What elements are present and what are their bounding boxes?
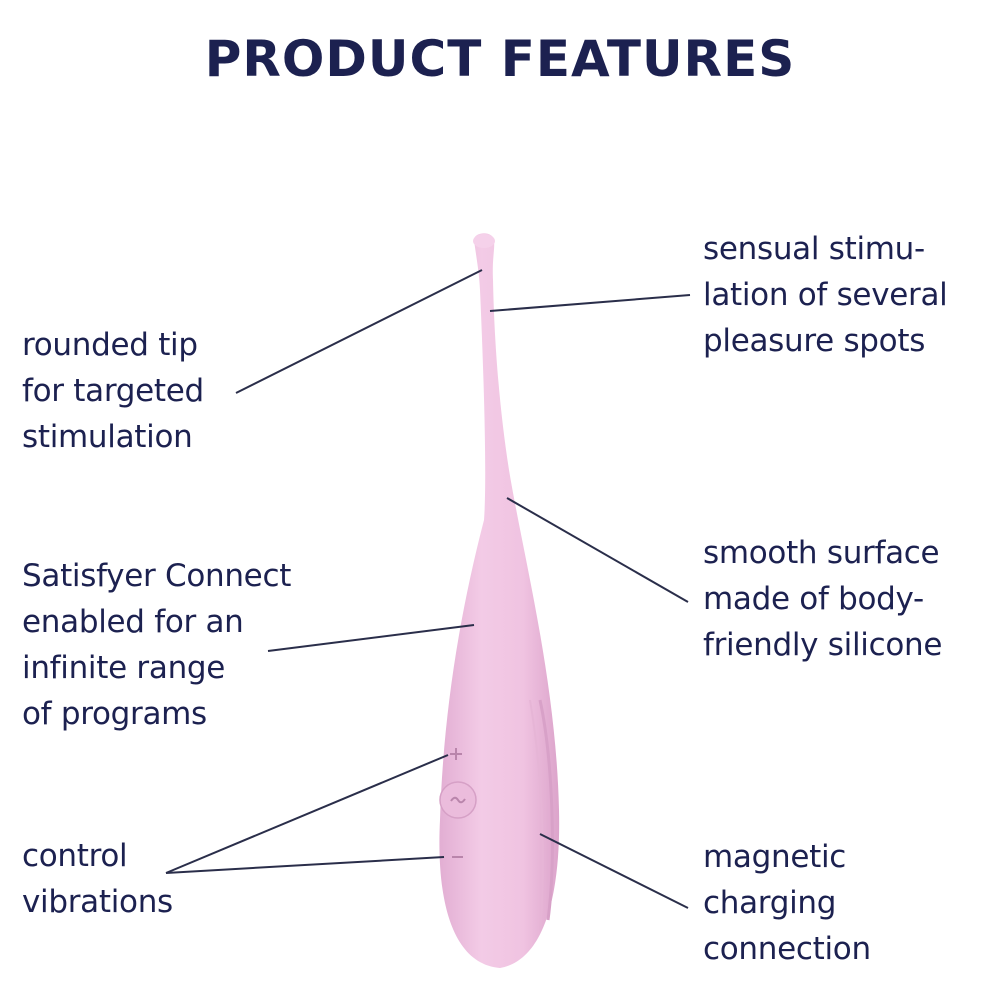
feature-line: connection [703, 931, 871, 967]
feature-line: magnetic [703, 839, 847, 875]
tilde-icon [439, 781, 477, 819]
feature-line: enabled for an [22, 604, 244, 640]
rounded-tip-shape [473, 234, 495, 248]
feature-line: Satisfyer Connect [22, 558, 292, 594]
feature-line: of programs [22, 696, 207, 732]
leader-line-control-plus [165, 754, 449, 874]
feature-line: control [22, 838, 128, 874]
leader-line-satisfyer-connect [267, 624, 475, 652]
feature-magnetic-charging: magnetic charging connection [703, 834, 871, 972]
feature-line: smooth surface [703, 535, 940, 571]
page-title: PRODUCT FEATURES [204, 30, 796, 88]
feature-line: for targeted [22, 373, 204, 409]
feature-line: sensual stimu- [703, 231, 925, 267]
charging-ridge [538, 699, 554, 921]
leader-line-control-minus [165, 856, 445, 874]
product-body [439, 233, 560, 968]
feature-sensual-stimulation: sensual stimu- lation of several pleasur… [703, 226, 948, 364]
feature-satisfyer-connect: Satisfyer Connect enabled for an infinit… [22, 553, 291, 737]
leader-line-magnetic-charging [539, 833, 689, 909]
feature-rounded-tip: rounded tip for targeted stimulation [22, 322, 204, 460]
feature-line: rounded tip [22, 327, 198, 363]
feature-smooth-surface: smooth surface made of body- friendly si… [703, 530, 942, 668]
feature-line: friendly silicone [703, 627, 943, 663]
leader-line-sensual-stimulation [489, 294, 691, 312]
feature-line: charging [703, 885, 837, 921]
feature-line: stimulation [22, 419, 193, 455]
feature-line: pleasure spots [703, 323, 926, 359]
plus-icon [450, 748, 462, 760]
feature-line: made of body- [703, 581, 924, 617]
feature-control-vibrations: control vibrations [22, 833, 173, 925]
feature-line: vibrations [22, 884, 173, 920]
leader-line-rounded-tip [235, 269, 483, 394]
feature-line: lation of several [703, 277, 948, 313]
leader-line-smooth-surface [506, 497, 689, 603]
feature-line: infinite range [22, 650, 226, 686]
